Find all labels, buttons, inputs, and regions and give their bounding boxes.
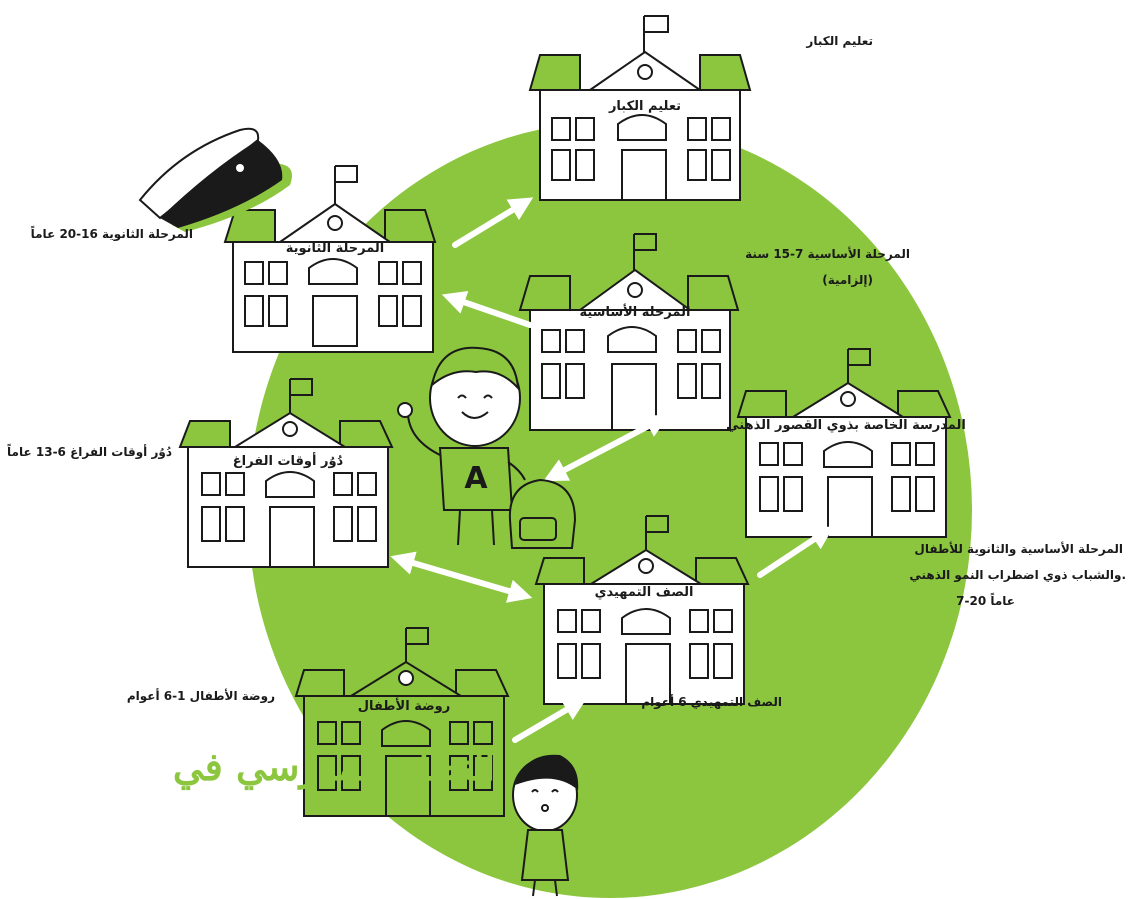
- boy-with-backpack-icon: A: [397, 346, 577, 549]
- svg-text:والشباب ذوي اضطراب النمو الذهن: والشباب ذوي اضطراب النمو الذهني.: [909, 568, 1126, 583]
- building-special-school: المدرسة الخاصة بذوي القصور الذهني: [726, 348, 966, 538]
- svg-text:المرحلة الأساسية والثانوية للأ: المرحلة الأساسية والثانوية للأطفال: [914, 541, 1123, 557]
- small-child-icon: [512, 754, 579, 897]
- flag-icon: [405, 627, 429, 664]
- svg-text:روضة الأطفال 1-6 أعوام: روضة الأطفال 1-6 أعوام: [127, 688, 275, 704]
- clock-icon: [398, 670, 414, 686]
- svg-text:الصف التمهيدي 6 أعوام: الصف التمهيدي 6 أعوام: [641, 694, 782, 710]
- clock-icon: [638, 558, 654, 574]
- building-adult-education: تعليم الكبار: [528, 15, 752, 201]
- caption-secondary: المرحلة الثانوية 16-20 عاماً: [31, 225, 193, 242]
- building-kindergarten: روضة الأطفال: [294, 627, 510, 817]
- arrow-secondary-to-adult: [452, 197, 534, 248]
- flag-icon: [334, 165, 358, 205]
- flag-icon: [645, 515, 669, 552]
- arrow-preschool-to-special: [757, 526, 835, 578]
- building-leisure: دُوُر أوقات الفراغ: [178, 378, 394, 568]
- svg-text:(إلزامية): (إلزامية): [822, 273, 873, 287]
- caption-adult: تعليم الكبار: [805, 34, 873, 48]
- flag-icon: [289, 378, 313, 415]
- clock-icon: [840, 391, 856, 407]
- arrow-basic-to-secondary: [441, 290, 533, 328]
- caption-preschool: الصف التمهيدي 6 أعوام: [641, 694, 782, 710]
- svg-text:المرحلة الثانوية 16-20 عاماً: المرحلة الثانوية 16-20 عاماً: [31, 225, 193, 242]
- svg-text:المرحلة الأساسية 7-15 سنة: المرحلة الأساسية 7-15 سنة: [745, 246, 910, 261]
- building-preschool: الصف التمهيدي: [534, 515, 750, 705]
- flag-icon: [847, 348, 871, 385]
- building-sign: روضة الأطفال: [358, 697, 450, 714]
- building-sign: دُوُر أوقات الفراغ: [233, 452, 344, 469]
- student-cap-icon: [138, 127, 292, 232]
- building-sign: المدرسة الخاصة بذوي القصور الذهني: [726, 418, 966, 433]
- building-sign: تعليم الكبار: [608, 99, 681, 114]
- flag-icon: [633, 233, 657, 270]
- caption-leisure: دُوُر أوقات الفراغ 6-13 عاماً: [7, 443, 172, 460]
- building-sign: المرحلة الثانوية: [286, 241, 385, 256]
- caption-special: المرحلة الأساسية والثانوية للأطفال والشب…: [909, 541, 1126, 608]
- svg-text:دُوُر أوقات الفراغ 6-13 عاماً: دُوُر أوقات الفراغ 6-13 عاماً: [7, 443, 172, 460]
- arrow-kindergarten-to-preschool: [512, 697, 588, 743]
- clock-icon: [282, 421, 298, 437]
- building-basic: المرحلة الأساسية: [518, 233, 740, 431]
- clock-icon: [327, 215, 343, 231]
- caption-basic: المرحلة الأساسية 7-15 سنة (إلزامية): [745, 246, 910, 287]
- flow-arrows: [390, 197, 835, 743]
- building-sign: الصف التمهيدي: [595, 585, 694, 600]
- caption-kindergarten: روضة الأطفال 1-6 أعوام: [127, 688, 275, 704]
- building-sign: المرحلة الأساسية: [579, 303, 690, 320]
- svg-text:تعليم الكبار: تعليم الكبار: [805, 34, 873, 48]
- arrow-boy-basic: [543, 414, 670, 482]
- arrow-leisure-preschool: [390, 551, 533, 603]
- svg-text:A: A: [464, 461, 488, 496]
- svg-text:7-20 عاماً: 7-20 عاماً: [956, 592, 1015, 608]
- clock-icon: [627, 282, 643, 298]
- building-secondary: المرحلة الثانوية: [223, 165, 437, 353]
- diagram-title: النظام المدرسي في: [173, 744, 495, 790]
- clock-icon: [637, 64, 653, 80]
